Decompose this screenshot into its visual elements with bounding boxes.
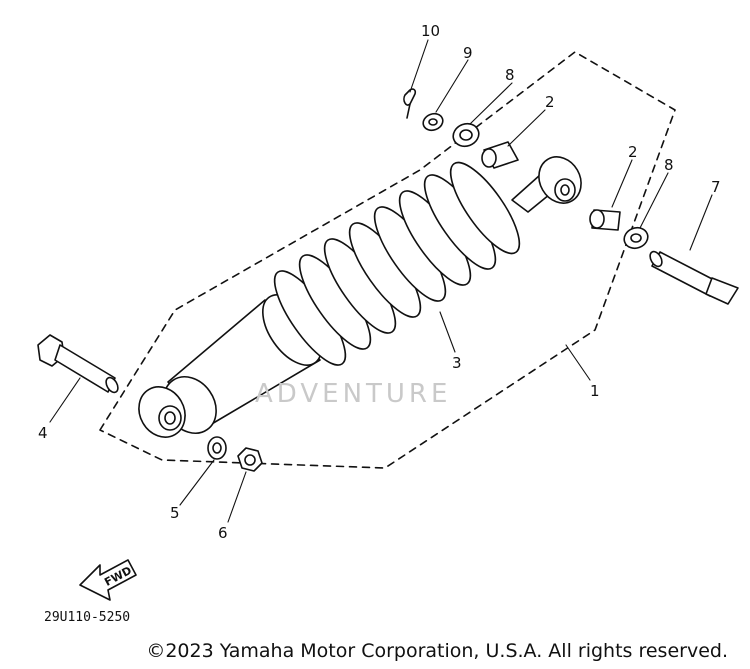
seal-part-8-top — [452, 122, 480, 148]
callout-2-right: 2 — [628, 143, 638, 161]
callout-10: 10 — [421, 22, 440, 40]
washer-part-5 — [207, 436, 227, 460]
callout-8-top: 8 — [505, 66, 515, 84]
callout-1: 1 — [590, 382, 600, 400]
part-code: 29U110-5250 — [44, 610, 130, 625]
leader-lines — [49, 39, 713, 523]
bolt-part-4 — [37, 334, 119, 394]
callout-6: 6 — [218, 524, 228, 542]
callout-9: 9 — [463, 44, 473, 62]
collar-part-2-top — [481, 141, 519, 169]
callout-3: 3 — [452, 354, 462, 372]
washer-part-9 — [422, 112, 444, 132]
cotter-pin-part-10 — [403, 88, 417, 119]
callout-4: 4 — [38, 424, 48, 442]
callout-8-right: 8 — [664, 156, 674, 174]
fwd-arrow — [79, 559, 137, 601]
nut-part-6 — [237, 447, 263, 472]
callout-2-top: 2 — [545, 93, 555, 111]
coil-spring — [273, 161, 521, 366]
seal-part-8-right — [623, 226, 649, 250]
pivot-pin-part-7 — [649, 250, 739, 305]
callout-7: 7 — [711, 178, 721, 196]
watermark-text: ADVENTURE — [255, 379, 451, 409]
upper-eye-mount — [511, 156, 582, 213]
callout-5: 5 — [170, 504, 180, 522]
collar-part-2-right — [589, 209, 621, 231]
callout-numbers: 10 9 8 2 2 8 7 4 3 1 5 6 — [38, 22, 721, 542]
copyright-notice: ©2023 Yamaha Motor Corporation, U.S.A. A… — [146, 640, 728, 662]
lower-eye-mount — [138, 386, 186, 438]
assembly-boundary-dashed — [99, 51, 676, 469]
